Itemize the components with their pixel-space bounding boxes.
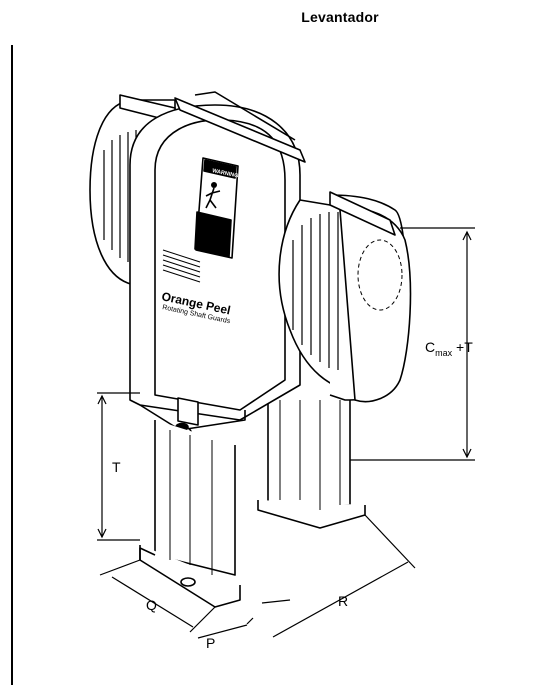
rear-stand xyxy=(257,395,366,529)
main-housing xyxy=(129,91,306,438)
dim-c-label: Cmax +T xyxy=(425,339,473,358)
dim-t-label: T xyxy=(112,459,121,475)
dim-p-label: P xyxy=(206,635,215,651)
page-title: Levantador xyxy=(301,9,379,25)
left-border-line xyxy=(11,45,13,685)
right-cylinder xyxy=(278,191,412,403)
dim-c-sub: max xyxy=(435,348,453,358)
front-stand xyxy=(139,420,241,608)
warning-decal xyxy=(194,157,239,259)
dim-c-main: C xyxy=(425,339,435,355)
dim-c-suffix: +T xyxy=(452,339,473,355)
dim-r-label: R xyxy=(338,593,348,609)
warning-text: WARNING xyxy=(212,168,239,179)
dim-q-label: Q xyxy=(146,597,157,613)
